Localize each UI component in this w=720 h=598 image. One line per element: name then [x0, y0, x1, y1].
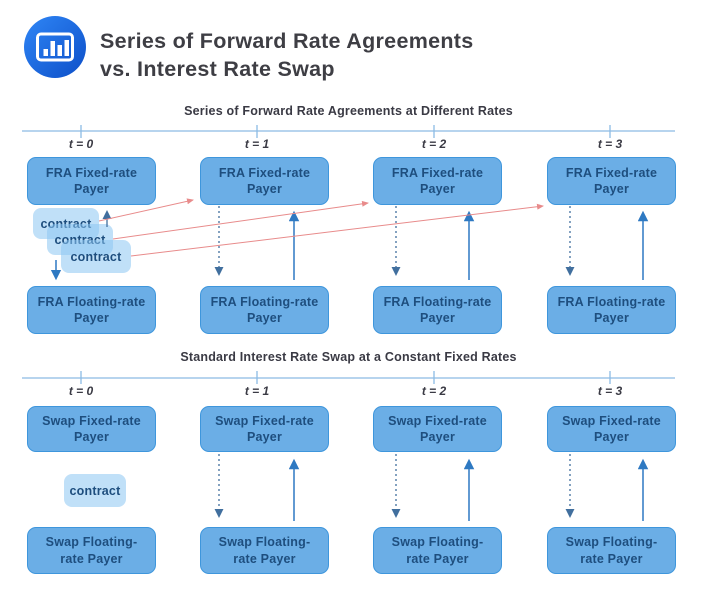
swap-payment-arrows: [214, 454, 649, 521]
fra-time-label-t3: t = 3: [597, 137, 623, 151]
swap-time-label-t0: t = 0: [68, 384, 94, 398]
swap-contract-chip: contract: [64, 474, 126, 507]
fra-section-title: Series of Forward Rate Agreements at Dif…: [184, 104, 513, 118]
swap-timeline: [22, 371, 675, 384]
page-title-line2: vs. Interest Rate Swap: [100, 57, 335, 81]
fra-fixed-payer-box-t1: FRA Fixed-rate Payer: [200, 157, 329, 205]
fra-payment-arrows: [214, 206, 649, 280]
fra-floating-payer-box-t2: FRA Floating-rate Payer: [373, 286, 502, 334]
fra-fixed-payer-box-t0: FRA Fixed-rate Payer: [27, 157, 156, 205]
fra-fixed-payer-box-t2: FRA Fixed-rate Payer: [373, 157, 502, 205]
swap-fixed-payer-box-t3: Swap Fixed-rate Payer: [547, 406, 676, 452]
swap-floating-payer-box-t0: Swap Floating-rate Payer: [27, 527, 156, 574]
fra-time-label-t0: t = 0: [68, 137, 94, 151]
fra-floating-payer-box-t1: FRA Floating-rate Payer: [200, 286, 329, 334]
fra-contract-links: [98, 198, 544, 257]
swap-fixed-payer-box-t1: Swap Fixed-rate Payer: [200, 406, 329, 452]
bar-chart-icon: [24, 16, 86, 78]
page-title-line1: Series of Forward Rate Agreements: [100, 29, 474, 53]
swap-time-label-t3: t = 3: [597, 384, 623, 398]
fra-fixed-payer-box-t3: FRA Fixed-rate Payer: [547, 157, 676, 205]
fra-time-label-t1: t = 1: [244, 137, 270, 151]
swap-time-label-t1: t = 1: [244, 384, 270, 398]
swap-floating-payer-box-t3: Swap Floating-rate Payer: [547, 527, 676, 574]
swap-fixed-payer-box-t0: Swap Fixed-rate Payer: [27, 406, 156, 452]
swap-time-label-t2: t = 2: [421, 384, 447, 398]
swap-section-title: Standard Interest Rate Swap at a Constan…: [180, 350, 517, 364]
swap-floating-payer-box-t2: Swap Floating-rate Payer: [373, 527, 502, 574]
swap-floating-payer-box-t1: Swap Floating-rate Payer: [200, 527, 329, 574]
fra-time-label-t2: t = 2: [421, 137, 447, 151]
swap-fixed-payer-box-t2: Swap Fixed-rate Payer: [373, 406, 502, 452]
fra-floating-payer-box-t0: FRA Floating-rate Payer: [27, 286, 156, 334]
page-title: Series of Forward Rate Agreements vs. In…: [100, 27, 474, 83]
fra-floating-payer-box-t3: FRA Floating-rate Payer: [547, 286, 676, 334]
fra-contract-chip-3: contract: [61, 240, 131, 273]
